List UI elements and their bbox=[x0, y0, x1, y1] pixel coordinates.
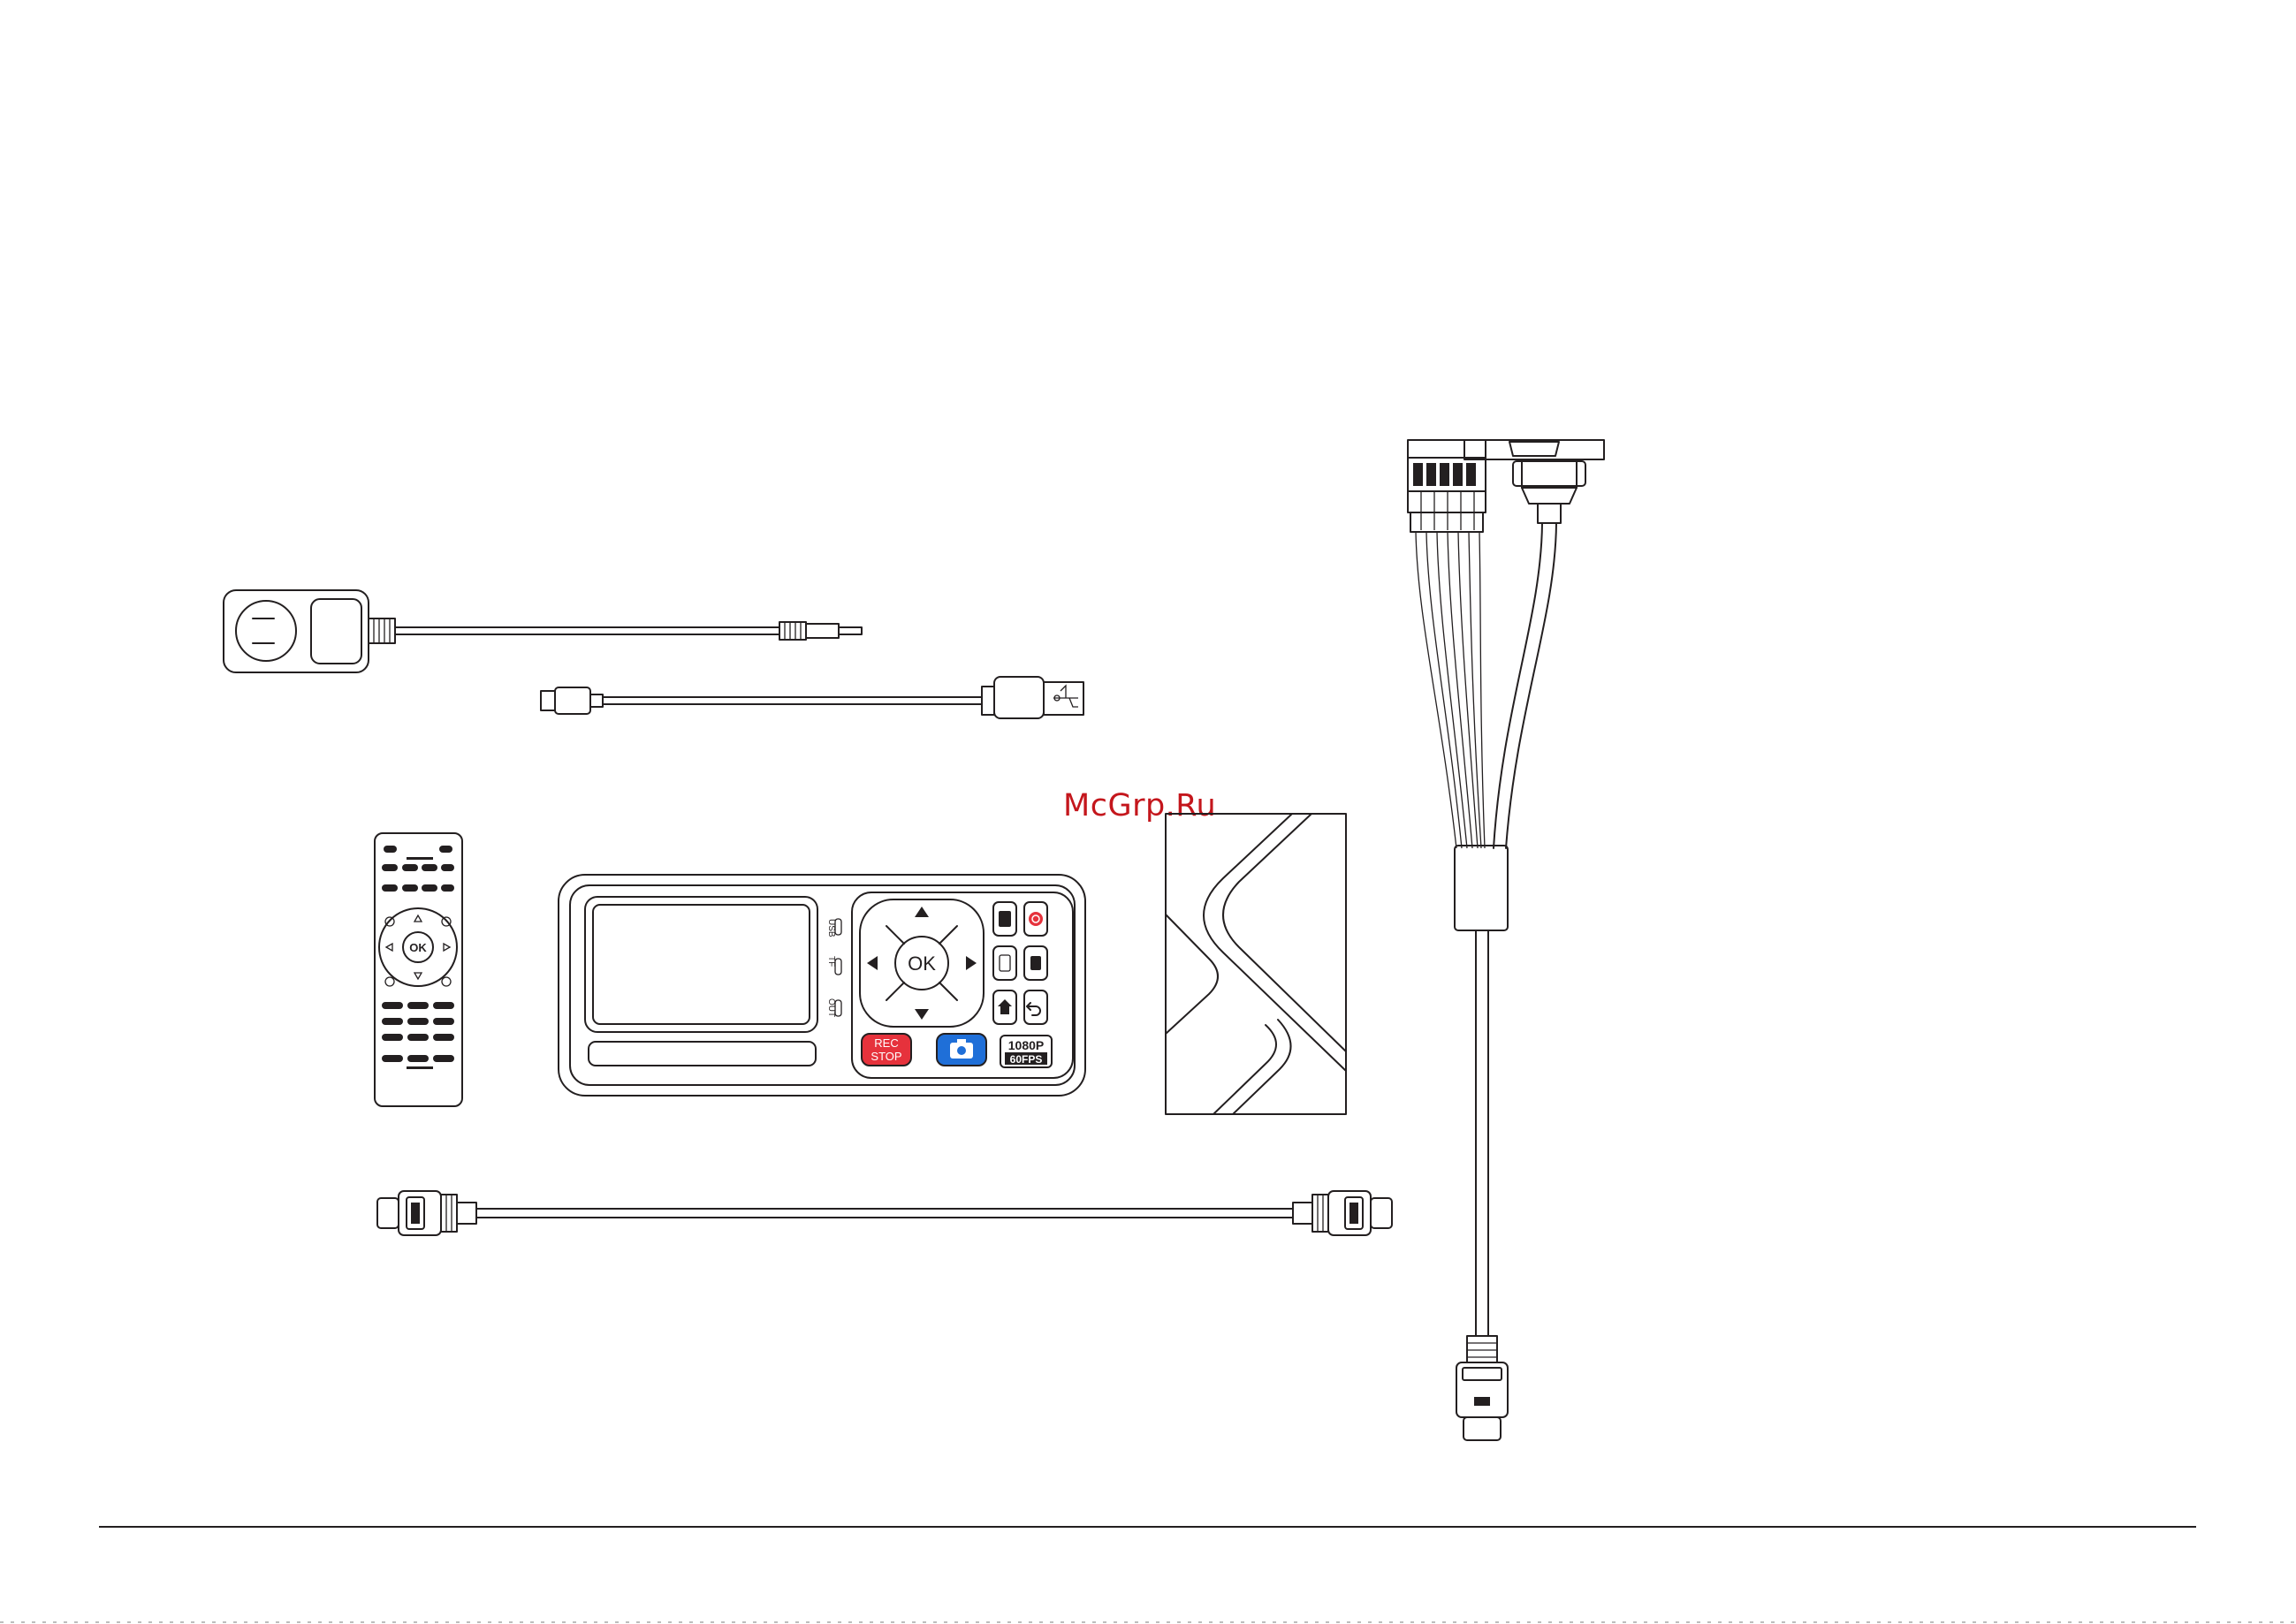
manual-booklet-icon bbox=[1166, 814, 1346, 1114]
rec-label: REC bbox=[874, 1036, 898, 1050]
badge-60fps: 60FPS bbox=[1010, 1053, 1043, 1066]
badge-1080p: 1080P bbox=[1008, 1038, 1044, 1052]
recorder-ok-label: OK bbox=[908, 952, 936, 975]
remote-control-icon: OK bbox=[375, 833, 462, 1106]
breakout-cable-icon bbox=[1408, 440, 1604, 1440]
remote-ok-label: OK bbox=[409, 941, 427, 954]
stop-label: STOP bbox=[871, 1050, 901, 1063]
hdmi-cable-icon bbox=[377, 1191, 1392, 1235]
power-adapter-icon bbox=[224, 590, 862, 672]
video-recorder-icon: USB TF OUT OK bbox=[559, 875, 1085, 1096]
usb-cable-icon bbox=[541, 677, 1083, 718]
